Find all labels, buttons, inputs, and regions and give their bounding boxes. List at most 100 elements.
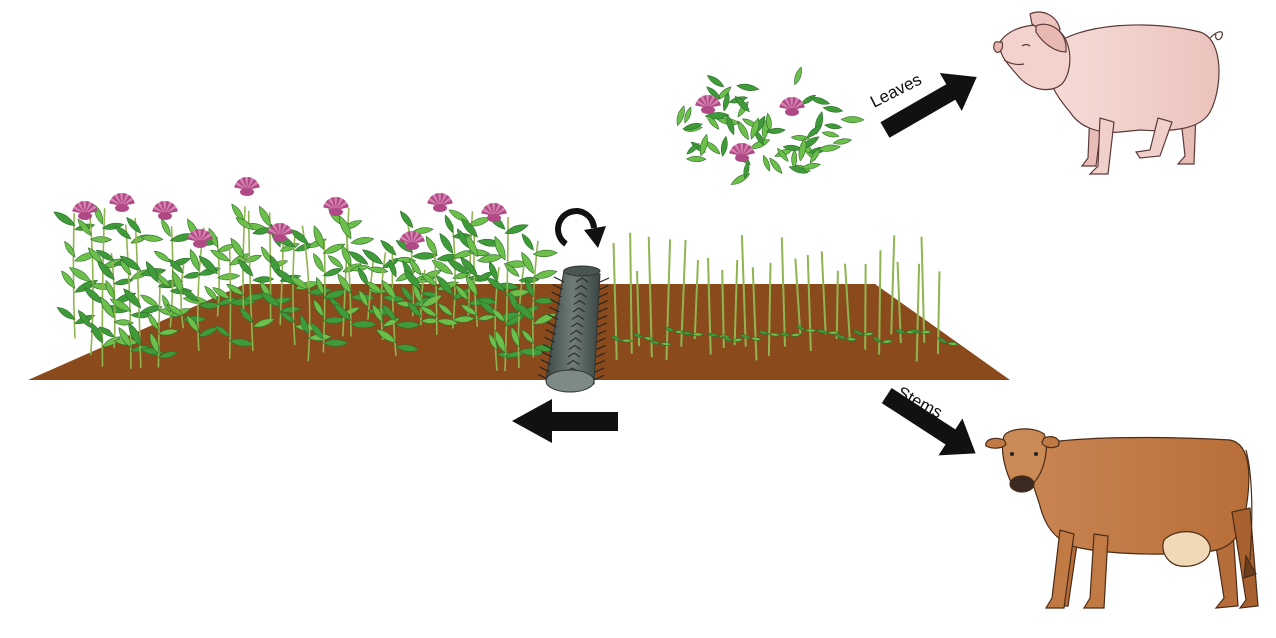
leaf	[822, 106, 844, 113]
leaf	[632, 333, 644, 339]
leaf	[817, 144, 841, 152]
leaf	[105, 279, 115, 300]
leaf	[400, 285, 414, 302]
leaf	[821, 131, 840, 138]
leaf	[140, 234, 164, 242]
flowering-clover-plants	[53, 176, 558, 372]
leaf	[880, 339, 894, 344]
stem	[72, 213, 76, 339]
leaf	[118, 326, 132, 348]
leaf	[362, 249, 384, 265]
leaf	[852, 329, 864, 336]
leaf	[126, 217, 142, 234]
leaf	[140, 294, 159, 307]
leaf	[419, 306, 438, 317]
leaf	[198, 302, 222, 309]
leaf	[521, 251, 534, 275]
leaf	[87, 247, 103, 265]
leaf	[782, 144, 803, 152]
leaf	[736, 83, 760, 92]
stripped-stem	[794, 258, 802, 335]
leaf	[510, 326, 520, 348]
leaves-arrow: Leaves	[867, 70, 977, 138]
leaf	[730, 173, 751, 185]
leaf	[503, 263, 520, 277]
leaf	[691, 332, 704, 337]
leaf	[350, 265, 370, 272]
leaf	[739, 334, 752, 339]
stripped-stem	[820, 251, 827, 335]
leaf	[532, 249, 558, 258]
leaf	[258, 205, 271, 228]
stem	[157, 273, 162, 368]
leaf	[721, 336, 733, 342]
leaf	[216, 273, 241, 281]
leaf	[754, 129, 764, 146]
clover-flower	[399, 230, 425, 250]
leaf	[454, 284, 469, 301]
leaf	[835, 334, 847, 340]
leaf	[226, 283, 245, 296]
leaf	[765, 127, 786, 134]
leaf	[731, 338, 744, 342]
leaf	[504, 224, 529, 234]
leaf	[765, 112, 772, 132]
stripped-stem	[915, 263, 921, 362]
leaf	[521, 329, 534, 344]
leaf	[216, 297, 238, 306]
stem	[292, 231, 296, 346]
leaf	[726, 114, 735, 136]
leaf	[388, 259, 397, 278]
leaf	[682, 123, 703, 131]
stripped-stem	[936, 271, 941, 354]
leaf	[798, 137, 807, 162]
leaf	[235, 217, 254, 230]
leaf	[706, 114, 720, 130]
leaf	[699, 133, 708, 157]
leaf	[749, 336, 763, 341]
leaf	[261, 246, 271, 264]
leaf	[90, 322, 103, 344]
leaf	[420, 272, 438, 287]
leaf	[231, 203, 245, 222]
leaf	[465, 234, 478, 258]
leaf	[413, 284, 422, 304]
leaf	[515, 302, 534, 321]
leaf	[460, 218, 478, 238]
leaf	[659, 342, 672, 346]
stems-arrow: Stems	[881, 383, 976, 456]
leaf	[56, 306, 76, 320]
stripped-stem	[780, 237, 786, 347]
leaf	[488, 333, 498, 351]
leaf	[166, 304, 184, 316]
leaf	[157, 351, 178, 359]
stripped-stem	[706, 257, 712, 355]
leaf	[412, 252, 438, 260]
leaf	[845, 337, 858, 342]
rotate-arrow-icon	[555, 208, 606, 248]
leaf	[310, 322, 324, 340]
leaf	[337, 273, 352, 294]
leaf	[114, 225, 132, 240]
leaf	[439, 232, 454, 254]
leaf	[685, 156, 707, 163]
leaf	[809, 147, 821, 164]
leaf	[444, 214, 454, 234]
leaf	[395, 344, 420, 352]
stripped-stem	[740, 235, 747, 347]
leaf	[348, 251, 369, 265]
leaf	[789, 332, 802, 337]
leaf	[322, 316, 347, 324]
leaf	[894, 329, 907, 334]
stripped-stem	[767, 262, 772, 356]
clover-flower	[187, 228, 213, 248]
leaf	[840, 116, 865, 124]
leaf	[128, 322, 142, 346]
leaf	[806, 125, 822, 139]
clover-flower	[427, 192, 453, 212]
stripped-stem	[878, 250, 882, 355]
clover-flower	[109, 192, 135, 212]
leaf	[157, 328, 180, 336]
leaf	[380, 239, 397, 256]
leaf	[68, 267, 92, 282]
